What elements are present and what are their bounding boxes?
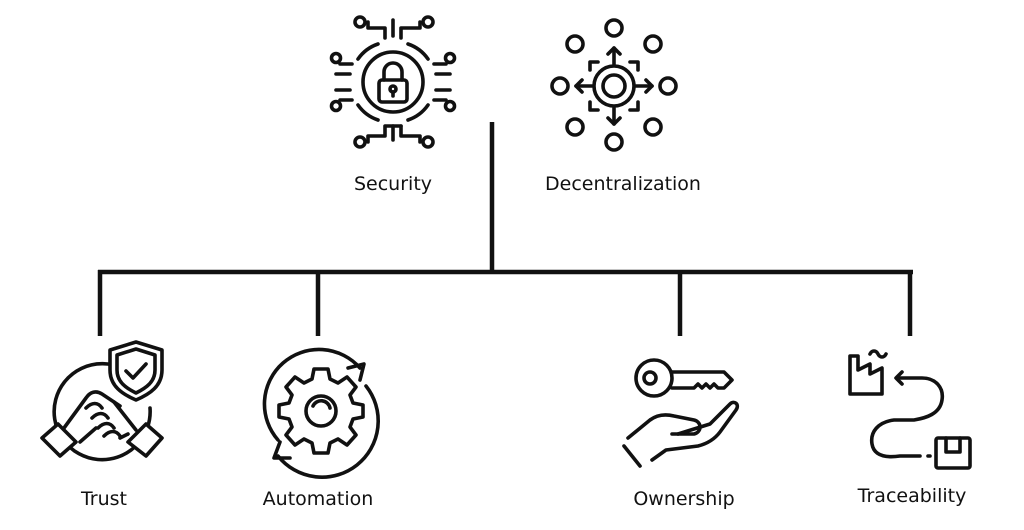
automation-label: Automation <box>262 488 374 510</box>
circuit-padlock-icon <box>328 14 458 150</box>
ownership-label: Ownership <box>633 488 735 510</box>
decentralized-network-icon <box>548 14 683 154</box>
handshake-shield-icon <box>36 338 176 478</box>
gear-cycle-icon <box>256 346 386 479</box>
factory-to-box-path-icon <box>840 346 980 476</box>
key-on-hand-icon <box>620 350 750 470</box>
trust-label: Trust <box>80 488 128 510</box>
traceability-label: Traceability <box>857 485 967 507</box>
decentralization-label: Decentralization <box>545 173 701 195</box>
security-label: Security <box>353 173 433 195</box>
